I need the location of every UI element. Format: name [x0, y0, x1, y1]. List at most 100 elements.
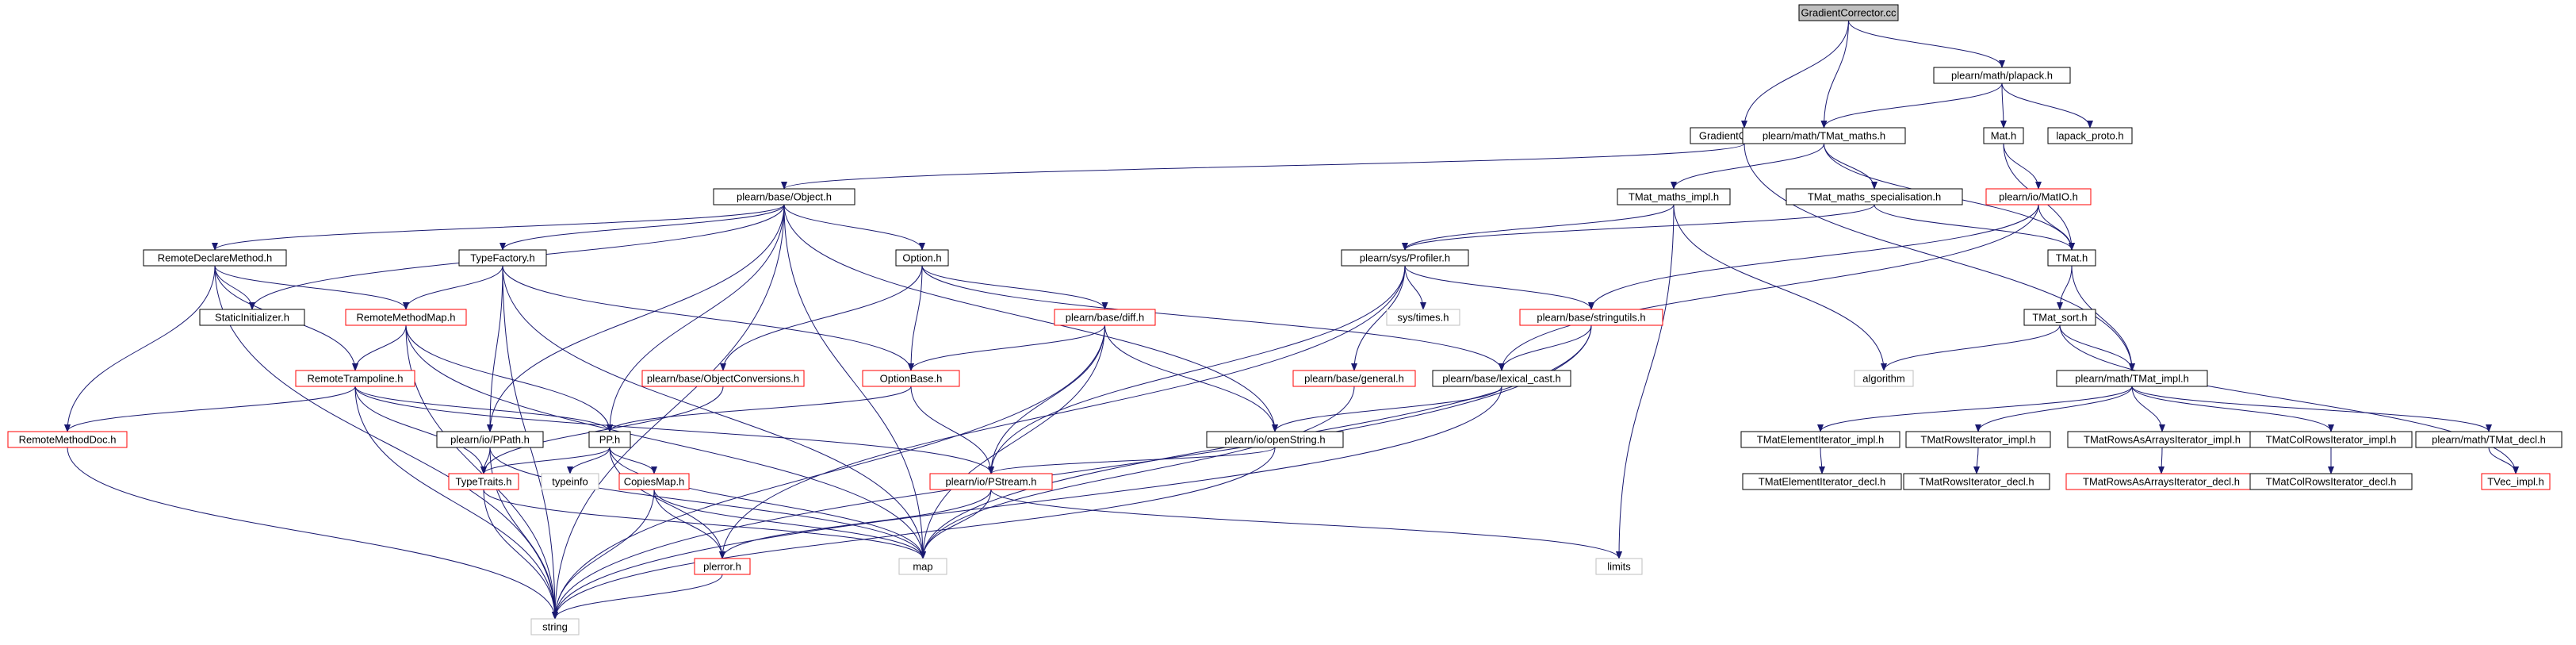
node-box	[1903, 473, 2050, 490]
include-edge-remote_declare-to-remote_method_doc	[64, 265, 216, 432]
include-edge-diff-to-openstring	[1104, 324, 1278, 432]
node-box	[2249, 473, 2413, 490]
include-edge-remote_tramp-to-pp	[354, 386, 613, 432]
include-node-openstring[interactable]: plearn/io/openString.h	[1206, 431, 1344, 448]
include-edge-object-to-map	[783, 204, 926, 559]
include-edge-matio-to-lexical_cast	[1499, 204, 2039, 371]
include-edge-ppath-to-string	[489, 447, 558, 620]
include-edge-remote_declare-to-static_init	[214, 265, 255, 310]
include-node-matio[interactable]: plearn/io/MatIO.h	[1985, 188, 2092, 205]
include-node-tmat_h[interactable]: TMat.h	[2047, 249, 2096, 267]
include-node-object[interactable]: plearn/base/Object.h	[713, 188, 855, 205]
include-node-pp[interactable]: PP.h	[588, 431, 631, 448]
include-node-lapack_proto[interactable]: lapack_proto.h	[2047, 127, 2133, 144]
include-node-mat_h[interactable]: Mat.h	[1983, 127, 2024, 144]
include-node-typefactory[interactable]: TypeFactory.h	[458, 249, 547, 267]
include-node-ppath[interactable]: plearn/io/PPath.h	[436, 431, 544, 448]
include-edge-remote_method_map-to-remote_tramp	[352, 324, 407, 371]
include-node-tmat_maths[interactable]: plearn/math/TMat_maths.h	[1742, 127, 1906, 144]
include-node-systimes: sys/times.h	[1386, 309, 1460, 326]
include-node-rows_arrays_decl[interactable]: TMatRowsAsArraysIterator_decl.h	[2065, 473, 2257, 490]
include-edge-tmat_maths_impl-to-profiler	[1402, 204, 1675, 251]
node-label: plearn/base/Object.h	[737, 190, 832, 202]
include-edge-optionbase-to-pstream	[910, 386, 994, 474]
node-label: TMat_maths_specialisation.h	[1808, 190, 1941, 202]
node-label: plearn/base/general.h	[1304, 372, 1404, 384]
include-edge-tmat_maths_spec-to-profiler	[1402, 204, 1875, 251]
node-box	[1595, 558, 1643, 575]
include-edge-object-to-remote_declare	[212, 204, 785, 251]
include-node-pstream[interactable]: plearn/io/PStream.h	[929, 473, 1053, 490]
include-node-stringutils[interactable]: plearn/base/stringutils.h	[1519, 309, 1663, 326]
include-node-tmat_maths_spec[interactable]: TMat_maths_specialisation.h	[1786, 188, 1963, 205]
node-box	[898, 558, 947, 575]
node-label: limits	[1607, 560, 1631, 572]
include-edge-object-to-openstring	[783, 204, 1278, 432]
include-node-rows_arrays_impl[interactable]: TMatRowsAsArraysIterator_impl.h	[2067, 431, 2257, 448]
include-node-static_init[interactable]: StaticInitializer.h	[199, 309, 305, 326]
include-node-diff[interactable]: plearn/base/diff.h	[1054, 309, 1156, 326]
include-node-tmat_maths_impl[interactable]: TMat_maths_impl.h	[1617, 188, 1731, 205]
include-node-rows_iter_impl[interactable]: TMatRowsIterator_impl.h	[1905, 431, 2051, 448]
node-box	[1905, 431, 2051, 448]
include-edge-profiler-to-stringutils	[1404, 265, 1594, 310]
include-edge-object-to-typefactory	[500, 204, 785, 251]
include-node-remote_declare[interactable]: RemoteDeclareMethod.h	[143, 249, 287, 267]
include-edge-typetraits-to-string	[483, 489, 558, 620]
include-node-plapack[interactable]: plearn/math/plapack.h	[1933, 67, 2071, 84]
include-node-remote_method_map[interactable]: RemoteMethodMap.h	[345, 309, 467, 326]
include-node-colrows_iter_decl[interactable]: TMatColRowsIterator_decl.h	[2249, 473, 2413, 490]
include-node-algorithm: algorithm	[1854, 370, 1914, 387]
include-node-elem_iter_decl[interactable]: TMatElementIterator_decl.h	[1742, 473, 1902, 490]
node-label: plearn/base/ObjectConversions.h	[647, 372, 799, 384]
node-box	[2047, 249, 2096, 267]
include-node-remote_tramp[interactable]: RemoteTrampoline.h	[295, 370, 415, 387]
include-edge-option-to-diff	[921, 265, 1108, 310]
include-edge-diff-to-string	[552, 324, 1105, 620]
include-node-objconv[interactable]: plearn/base/ObjectConversions.h	[641, 370, 805, 387]
node-label: map	[913, 560, 932, 572]
include-node-lexical_cast[interactable]: plearn/base/lexical_cast.h	[1432, 370, 1571, 387]
node-label: Option.h	[902, 251, 941, 263]
include-edge-tmat_sort-to-tmat_impl	[2059, 324, 2135, 371]
include-node-remote_method_doc[interactable]: RemoteMethodDoc.h	[7, 431, 128, 448]
include-node-optionbase[interactable]: OptionBase.h	[862, 370, 960, 387]
node-label: TMat_sort.h	[2032, 311, 2087, 323]
node-label: RemoteMethodMap.h	[356, 311, 455, 323]
include-node-typetraits[interactable]: TypeTraits.h	[448, 473, 519, 490]
nodes-layer: GradientCorrector.ccGradientCorrector.hp…	[7, 4, 2563, 635]
node-label: TMatRowsIterator_impl.h	[1920, 433, 2035, 445]
include-edge-root-to-gc_h	[1741, 20, 1849, 129]
include-edge-pp-to-typeinfo	[567, 447, 611, 474]
include-edge-pstream-to-plerror	[719, 489, 992, 559]
node-label: TMatRowsIterator_decl.h	[1919, 475, 2034, 487]
node-box	[2415, 431, 2563, 448]
include-edge-openstring-to-string	[552, 447, 1276, 620]
node-label: GradientCorrector.cc	[1801, 6, 1897, 18]
include-node-colrows_iter_impl[interactable]: TMatColRowsIterator_impl.h	[2249, 431, 2413, 448]
node-box	[7, 431, 128, 448]
include-edge-general-to-map	[920, 386, 1355, 559]
node-box	[1292, 370, 1416, 387]
include-node-tmat_decl[interactable]: plearn/math/TMat_decl.h	[2415, 431, 2563, 448]
node-box	[694, 558, 751, 575]
include-node-option[interactable]: Option.h	[895, 249, 949, 267]
include-node-plerror[interactable]: plerror.h	[694, 558, 751, 575]
node-label: plearn/math/TMat_maths.h	[1763, 129, 1885, 141]
include-node-tvec_impl[interactable]: TVec_impl.h	[2481, 473, 2551, 490]
node-box	[1740, 431, 1900, 448]
include-edge-tmat_maths-to-tmat_maths_spec	[1824, 143, 1877, 190]
include-node-profiler[interactable]: plearn/sys/Profiler.h	[1341, 249, 1469, 267]
include-edge-plapack-to-lapack_proto	[2001, 83, 2093, 129]
include-edge-diff-to-optionbase	[908, 324, 1105, 371]
include-node-elem_iter_impl[interactable]: TMatElementIterator_impl.h	[1740, 431, 1900, 448]
include-node-rows_iter_decl[interactable]: TMatRowsIterator_decl.h	[1903, 473, 2050, 490]
include-node-general[interactable]: plearn/base/general.h	[1292, 370, 1416, 387]
node-label: plearn/math/plapack.h	[1951, 69, 2053, 81]
include-node-tmat_impl[interactable]: plearn/math/TMat_impl.h	[2056, 370, 2208, 387]
include-node-copiesmap[interactable]: CopiesMap.h	[618, 473, 690, 490]
include-node-tmat_sort[interactable]: TMat_sort.h	[2023, 309, 2096, 326]
include-edge-diff-to-map	[920, 324, 1105, 559]
node-label: plearn/io/openString.h	[1224, 433, 1325, 445]
include-edge-ppath-to-map	[489, 447, 926, 559]
